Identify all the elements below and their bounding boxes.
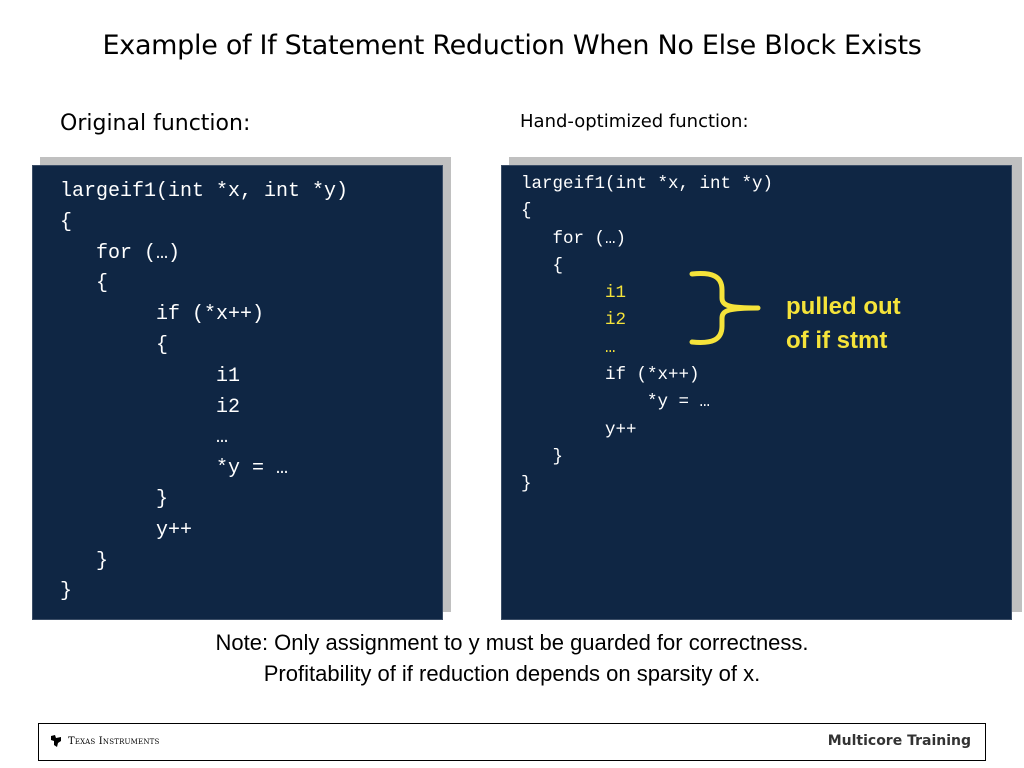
texas-instruments-logo-icon — [51, 735, 61, 747]
code-line: } — [60, 487, 169, 511]
code-line: { — [521, 255, 564, 276]
highlighted-code-line: i1 — [605, 283, 627, 304]
original-function-label: Original function: — [60, 111, 251, 136]
original-code-block: largeif1(int *x, int *y) { for (…) { if … — [60, 177, 348, 608]
ti-logo-text: Texas Instruments — [68, 735, 160, 747]
ti-logo: Texas Instruments — [49, 734, 160, 748]
code-line: i1 — [60, 364, 241, 388]
code-line: *y = … — [60, 457, 289, 481]
code-line: y++ — [521, 419, 637, 440]
code-line: … — [60, 426, 229, 450]
footer-course-title: Multicore Training — [827, 733, 971, 749]
code-line: } — [521, 474, 532, 495]
highlighted-code-line: i2 — [605, 310, 627, 331]
curly-brace-icon — [689, 271, 761, 345]
original-code-panel — [32, 165, 443, 620]
code-line: if (*x++) — [521, 365, 700, 386]
slide-footer: Texas Instruments Multicore Training — [38, 723, 986, 761]
code-line: *y = … — [521, 392, 711, 413]
code-line: largeif1(int *x, int *y) — [60, 180, 349, 203]
code-line: { — [60, 210, 73, 234]
code-line: { — [60, 333, 169, 357]
code-line: if (*x++) — [60, 303, 265, 327]
pulled-out-callout: pulled out of if stmt — [786, 290, 901, 358]
callout-line: pulled out — [786, 293, 901, 320]
code-line: { — [60, 272, 109, 296]
code-line: for (…) — [60, 241, 181, 265]
code-line: y++ — [60, 518, 193, 542]
optimized-code-panel — [501, 165, 1012, 620]
code-line: } — [521, 446, 564, 467]
code-indent — [521, 283, 605, 303]
code-line: } — [60, 549, 109, 573]
callout-line: of if stmt — [786, 327, 888, 354]
code-line: largeif1(int *x, int *y) — [521, 174, 774, 194]
highlighted-code-line: … — [605, 337, 616, 358]
optimized-code-block: largeif1(int *x, int *y) { for (…) { i1 … — [521, 171, 773, 499]
code-line: } — [60, 580, 73, 604]
code-indent — [521, 338, 605, 358]
code-line: { — [521, 201, 532, 222]
slide-title: Example of If Statement Reduction When N… — [102, 30, 922, 61]
code-line: for (…) — [521, 228, 627, 249]
code-line: i2 — [60, 395, 241, 419]
code-indent — [521, 310, 605, 330]
note-line-1: Note: Only assignment to y must be guard… — [215, 630, 809, 655]
optimized-function-label: Hand-optimized function: — [520, 111, 749, 132]
note-line-2: Profitability of if reduction depends on… — [263, 661, 761, 686]
